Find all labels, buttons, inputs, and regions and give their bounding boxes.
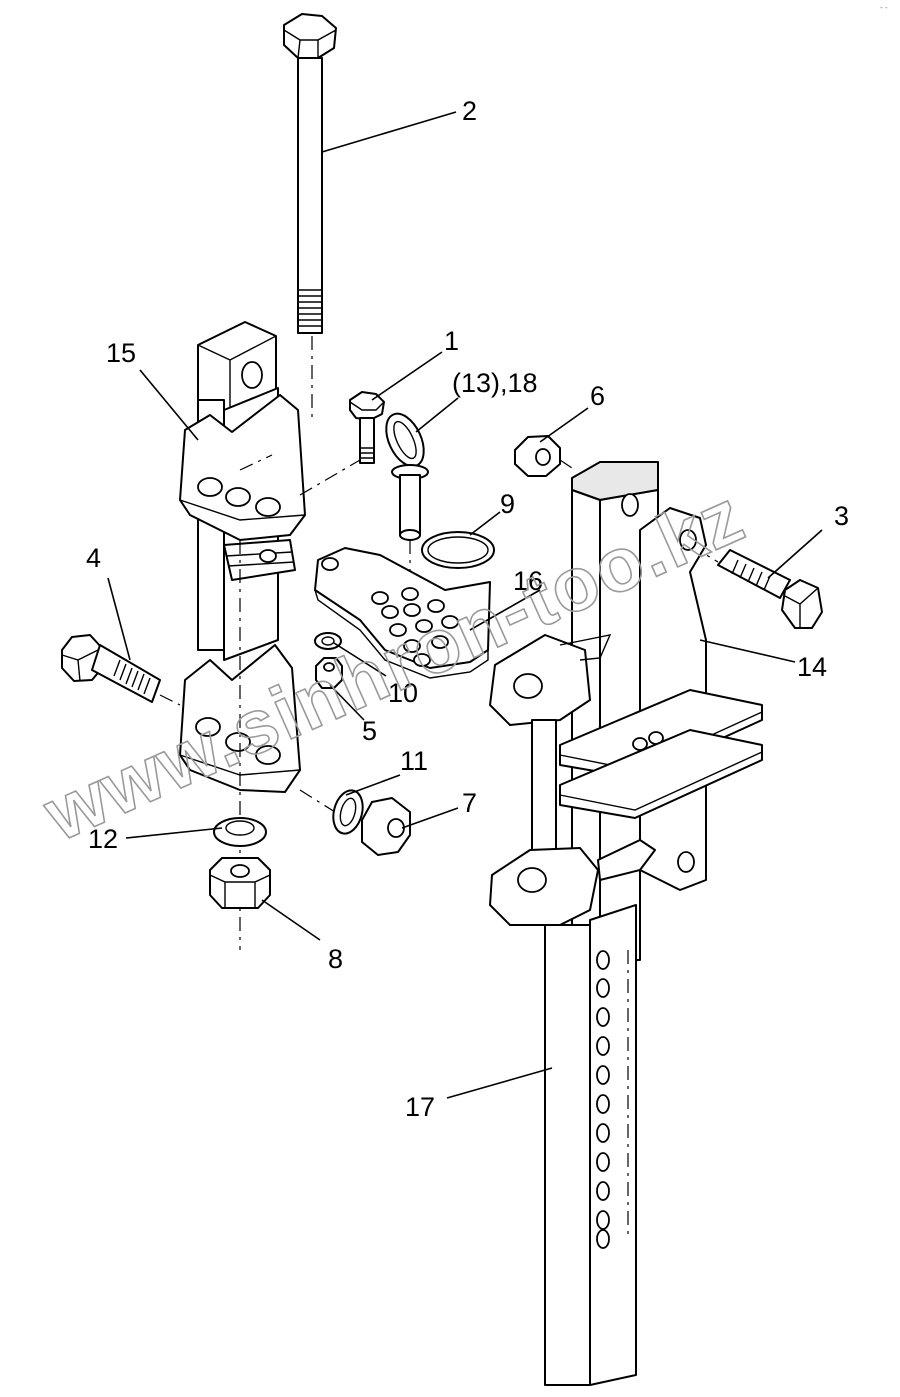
bolt-4 [61, 634, 181, 706]
bracket-15 [179, 321, 361, 950]
bar-17 [544, 904, 637, 1386]
callout-4: 4 [86, 543, 101, 573]
callout-2: 2 [462, 96, 477, 126]
callout-labels: 2 15 1 (13),18 6 9 3 16 4 14 10 5 11 7 1… [86, 96, 849, 1122]
callout-12: 12 [88, 824, 118, 854]
callout-8: 8 [328, 944, 343, 974]
callout-14: 14 [797, 652, 827, 682]
callout-13-18: (13),18 [452, 368, 538, 398]
washer-12 [213, 817, 267, 847]
bolt-2 [283, 13, 337, 420]
callout-15: 15 [106, 338, 136, 368]
nut-8 [209, 857, 271, 909]
callout-11: 11 [400, 746, 428, 776]
nut-5 [315, 657, 343, 689]
callout-10: 10 [388, 678, 418, 708]
callout-3: 3 [834, 501, 849, 531]
bolt-3 [689, 544, 823, 629]
washer-10 [314, 632, 342, 650]
leader-lines [107, 111, 823, 1099]
callout-1: 1 [444, 326, 459, 356]
nut-7 [361, 797, 411, 856]
callout-5: 5 [362, 716, 377, 746]
callout-6: 6 [590, 381, 605, 411]
callout-9: 9 [500, 489, 515, 519]
callout-16: 16 [513, 566, 543, 596]
ring-pin-13-18 [385, 412, 429, 600]
nut-6 [514, 435, 576, 477]
bolt-1 [349, 391, 385, 464]
clip-ring-9 [421, 531, 495, 569]
callout-7: 7 [462, 788, 477, 818]
corner-mark: - - [880, 3, 888, 12]
washer-11 [332, 789, 364, 835]
plate-16 [314, 547, 491, 679]
callout-17: 17 [405, 1092, 435, 1122]
housing-14 [489, 461, 763, 961]
